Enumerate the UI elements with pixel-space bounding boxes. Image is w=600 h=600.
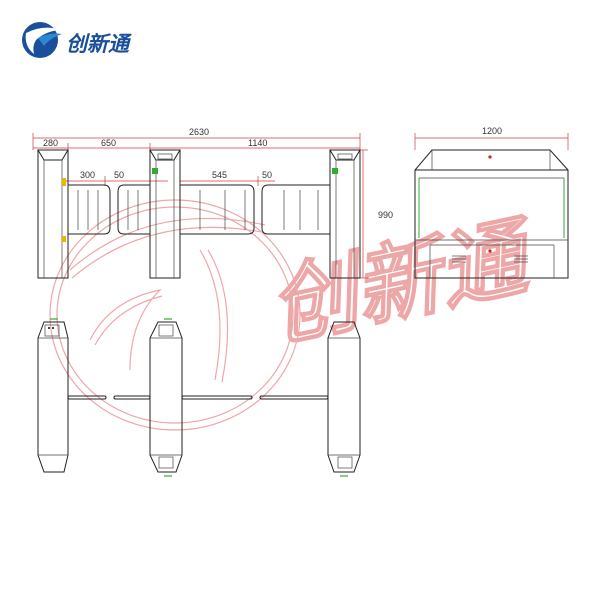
dim-height: 990 (378, 210, 393, 220)
dim-left-gap: 50 (114, 170, 124, 180)
watermark-text: 创新通 (261, 205, 546, 359)
dim-right-wing: 545 (212, 170, 227, 180)
center-cabinet (149, 149, 181, 279)
watermark-swoosh-icon (49, 199, 301, 431)
dim-right-gap: 50 (262, 170, 272, 180)
plan-wings (67, 395, 329, 400)
swing-wing-left-b (117, 184, 150, 235)
plan-post-right (327, 321, 361, 477)
plan-post-center (149, 318, 183, 477)
left-cabinet (37, 149, 69, 279)
dim-right-span: 1140 (248, 138, 267, 148)
dim-overall-width: 2630 (189, 127, 209, 137)
plan-view (37, 318, 361, 477)
swoosh-icon (22, 22, 62, 58)
dim-depth: 1200 (482, 126, 502, 136)
vent-icon (452, 255, 528, 263)
swing-wing-right-a (180, 184, 255, 235)
dim-left-wing: 300 (80, 170, 95, 180)
dim-left-span: 650 (101, 138, 116, 148)
front-elevation: 2630 280 650 1140 300 50 545 50 990 (32, 127, 393, 279)
swing-wing-right-b (261, 184, 330, 235)
dim-left-post: 280 (43, 138, 58, 148)
swing-wing-left-a (68, 184, 111, 235)
brand-logo: 创新通 (22, 22, 132, 58)
side-elevation: 1200 (414, 126, 569, 279)
brand-name: 创新通 (66, 32, 132, 56)
right-cabinet (329, 149, 361, 279)
plan-post-left (37, 318, 69, 473)
